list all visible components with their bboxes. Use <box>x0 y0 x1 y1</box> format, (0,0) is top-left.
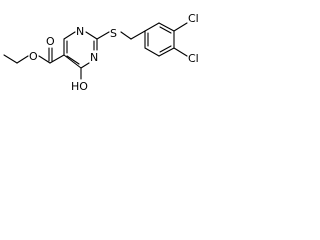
bond-s-ch2 <box>120 31 132 40</box>
atom-label-n-top: N <box>76 25 84 38</box>
bond-ch2-o <box>16 55 29 64</box>
atom-label-s: S <box>110 27 117 40</box>
bond-n1-c2 <box>85 31 98 40</box>
bond-ar1-ar2 <box>144 22 160 32</box>
bond-ar2-ar3-inner <box>159 26 172 34</box>
atom-label-o-double: O <box>46 35 55 48</box>
bond-c6-n1 <box>63 31 76 40</box>
atom-label-cl-lower: Cl <box>188 52 199 65</box>
atom-label-hydroxyl: HO <box>71 80 88 93</box>
thioether-linker <box>96 30 146 40</box>
bond-ar4-ar5 <box>158 47 175 57</box>
ethyl-ester-group <box>3 47 65 64</box>
bond-ar5-ar6 <box>144 47 160 57</box>
molecule-structure-diagram: O O N N S HO Cl Cl <box>3 12 199 93</box>
bond-o-carbonyl <box>38 55 51 64</box>
bond-c4-c5 <box>63 54 82 69</box>
bond-carbonyl-c5 <box>49 54 65 64</box>
bond-ethyl-ch3-ch2 <box>3 54 18 64</box>
bond-ch2-aryl <box>130 30 146 40</box>
bond-ar4-ar5-inner <box>159 45 172 53</box>
bond-ar4-cl <box>173 47 188 57</box>
bond-c2-s <box>96 31 110 40</box>
dichlorophenyl-ring <box>144 22 188 57</box>
atom-label-n-bottom: N <box>90 51 98 64</box>
atom-label-cl-upper: Cl <box>188 12 199 25</box>
bond-ar2-ar3 <box>158 22 175 32</box>
bond-ar3-cl <box>173 22 188 32</box>
atom-label-o-single: O <box>29 50 38 63</box>
pyrimidine-ring <box>63 31 98 80</box>
bond-c4-c5-inner <box>66 55 80 65</box>
bond-n3-c4 <box>80 62 90 69</box>
